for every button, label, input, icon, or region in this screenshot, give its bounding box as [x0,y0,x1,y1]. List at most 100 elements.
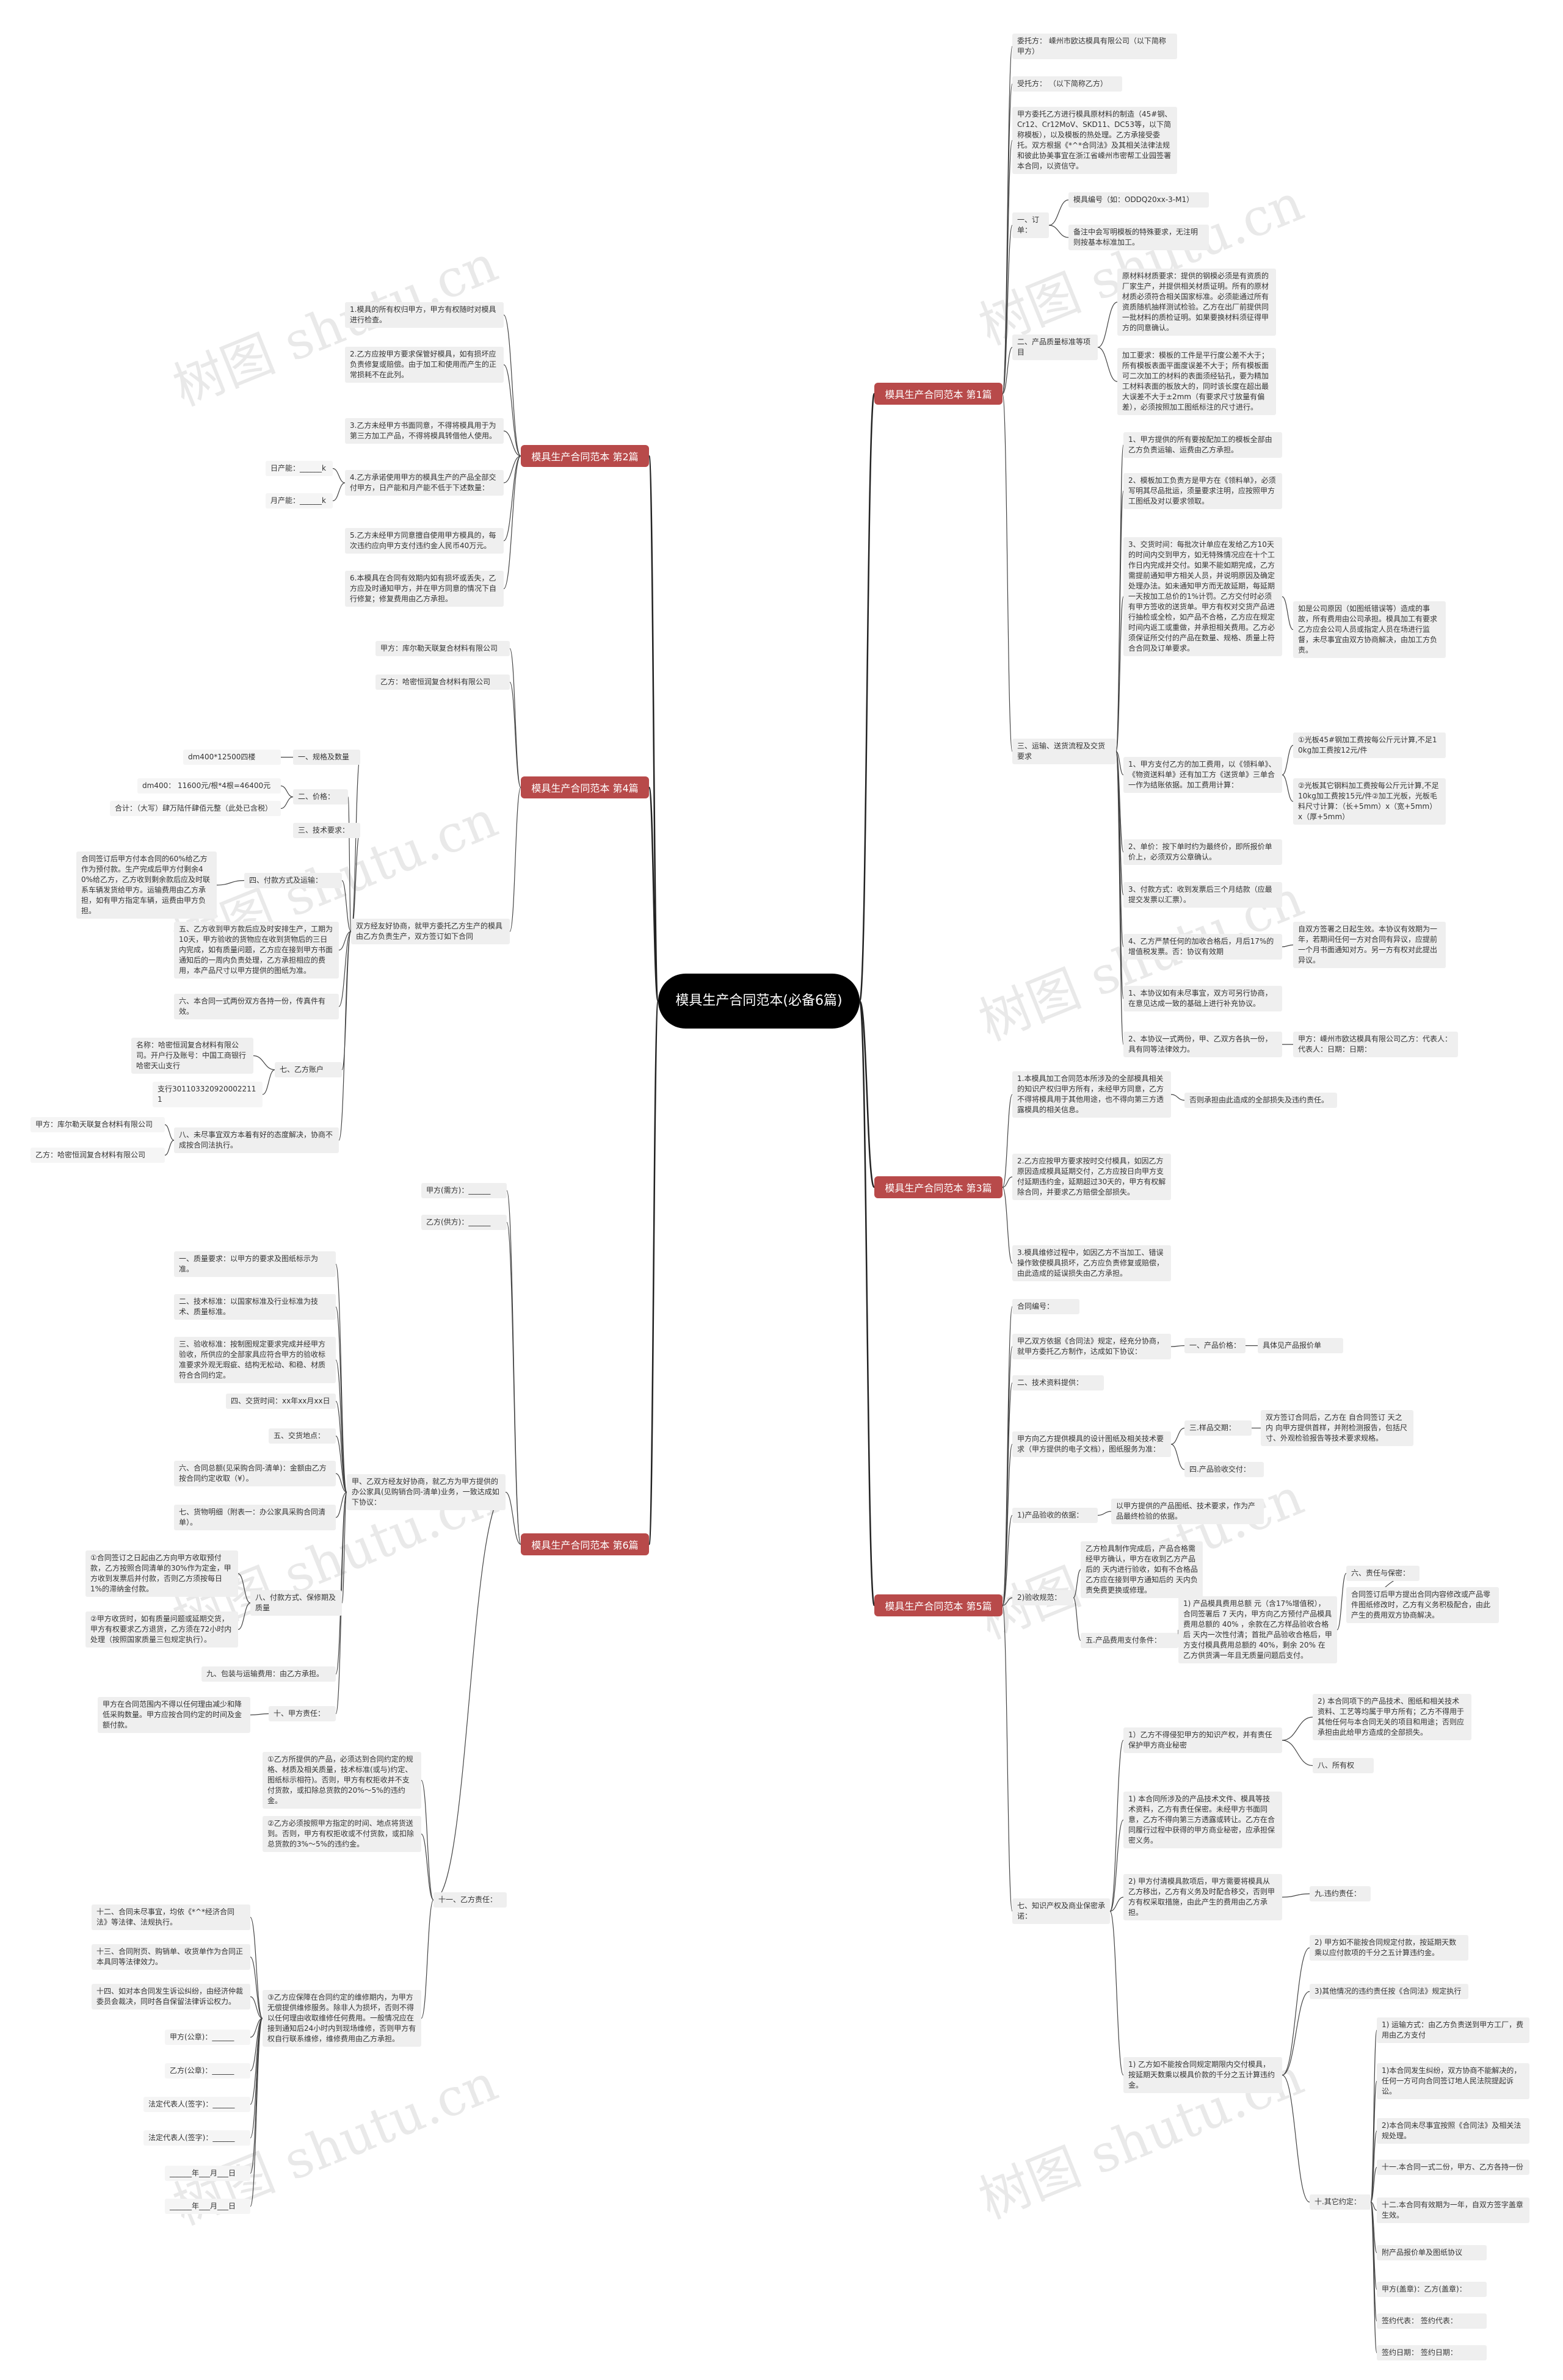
p6-item-8: 八、付款方式、保修期及质量 [250,1590,342,1616]
p5-other-g: 甲方(盖章)：乙方(盖章)： [1377,2282,1487,2297]
p4-party-b: 乙方：哈密恒润复合材料有限公司 [375,675,510,690]
connector [1370,2201,1377,2354]
p1-delivery-5: 2、单价：按下单时约为最终价，即所报价单价上，必须双方公章确认。 [1123,839,1282,865]
p4-sign-b: 乙方：哈密恒润复合材料有限公司 [31,1148,165,1163]
connector [421,1899,434,2019]
p5-sample-value: 双方签订合同后，乙方在 自合同签订 天之内 向甲方提供首样，并附检测报告，包括尺… [1261,1410,1413,1446]
p5-other-e: 十二.本合同有效期为一年，自双方签字盖章生效。 [1377,2197,1529,2223]
connector [335,1400,347,1493]
p1-delivery-4a: ①光板45#钢加工费按每公斤元计算,不足10kg加工费按12元/件 [1293,732,1446,758]
connector [1002,225,1013,394]
connector [1109,1911,1124,2076]
p6-item-4: 四、交货时间：xx年xx月xx日 [226,1394,336,1409]
p5-other-b: 1)本合同发生纠纷，双方协商不能解决的，任何一方可向合同签订地人民法院提起诉讼。 [1377,2063,1529,2099]
connector [1282,774,1294,802]
connector [1282,2074,1310,2203]
p5-price-label: 一、产品价格： [1184,1338,1246,1353]
connector [506,1221,521,1545]
p5-ip-1: 1）乙方不得侵犯甲方的知识产权，并有责任保护甲方商业秘密 [1123,1727,1282,1753]
p1-quality-1: 原材料材质要求：提供的钢模必须是有资质的厂家生产，并提供相关材质证明。所有的原材… [1117,269,1276,336]
branch-part-6[interactable]: 模具生产合同范本 第6篇 [521,1533,649,1555]
p1-delivery-7-note: 自双方签署之日起生效。本协议有效期为一年，若期间任何一方对合同有异议，应提前一个… [1293,922,1446,968]
p5-tech-docs: 二、技术资料提供： [1012,1375,1104,1391]
connector [1115,751,1124,776]
p6-item-11b: ②乙方必须按照甲方指定的时间、地点将货送到。否则，甲方有权拒收或不付货款，或扣除… [263,1816,421,1852]
connector [1073,1569,1081,1599]
connector [858,392,876,1002]
p1-delivery-3-note: 如是公司原因（如图纸错误等）造成的事故，所有费用由公司承担。模具加工有要求乙方应… [1293,601,1446,658]
connector [1002,140,1013,394]
connector [1115,751,1124,1045]
connector [338,931,352,951]
p4-payment-detail: 合同签订后甲方付本合同的60%给乙方作为预付款。生产完成后甲方付剩余40%给乙方… [76,852,217,919]
connector [262,1069,275,1095]
branch-part-4[interactable]: 模具生产合同范本 第4篇 [521,776,649,798]
p1-order-1: 模具编号（如：ODDQ20xx-3-M1） [1068,192,1209,208]
branch-part-5[interactable]: 模具生产合同范本 第5篇 [874,1594,1003,1616]
p6-item-8b: ②甲方收货时，如有质量问题或延期交货，甲方有权要求乙方退货，乙方须在72小时内处… [85,1611,238,1648]
p1-order-label: 一、订单： [1012,212,1049,238]
p1-order-2: 备注中会写明模板的特殊要求，无注明则按基本标准加工。 [1068,225,1209,250]
central-topic[interactable]: 模具生产合同范本(必备6篇) [658,974,860,1029]
p4-price-a: dm400： 11600元/根*4根=46400元 [137,778,281,794]
p5-other-i: 签约日期： 签约日期： [1377,2345,1487,2360]
p6-sign-b: 乙方(公章)：______ [165,2063,250,2078]
connector [1336,1572,1347,1630]
connector [509,648,521,788]
connector [350,756,361,932]
p6-item-5: 五、交货地点： [269,1428,336,1444]
p5-other-h: 签约代表： 签约代表： [1377,2313,1487,2329]
connector [1282,596,1294,631]
p4-price-b: 合计：（大写）肆万陆仟肆佰元整（此处已含税） [110,801,281,816]
p5-sample-label: 三.样品交期： [1184,1420,1252,1436]
p6-item-11: 十一、乙方责任： [433,1892,507,1908]
p3-item-1-note: 否则承担由此造成的全部损失及违约责任。 [1184,1093,1337,1108]
connector [1002,1597,1013,1606]
p5-agree: 甲乙双方依据《合同法》规定，经充分协商，就甲方委托乙方制作，达成如下协议： [1012,1334,1171,1359]
p2-item-4b: 月产能：______k [266,493,333,508]
p5-breach-3: 1) 乙方如不能按合同规定期限内交付模具，按延期天数乘以模具价款的千分之五计算违… [1123,2057,1282,2093]
p1-delivery-4b: ②光板其它钢料加工费按每公斤元计算,不足10kg加工费按15元/件②加工光板，光… [1293,778,1446,825]
p6-date-b: ______年___月___日 [165,2199,250,2214]
p5-other-a: 1) 运输方式：由乙方负责送到甲方工厂，费用由乙方支付 [1377,2017,1529,2043]
connector [1097,1511,1112,1516]
connector [1002,1187,1013,1264]
p4-spec: dm400*12500四楼 [183,750,281,765]
p5-resp-label: 六、责任与保密： [1346,1566,1420,1581]
p1-sign: 甲方：嵊州市欧达模具有限公司乙方：代表人：代表人：日期：日期： [1293,1032,1458,1057]
connector [338,931,352,1007]
connector [335,1264,347,1493]
connector [250,1996,263,2019]
p2-item-1: 1.模具的所有权归甲方，甲方有权随时对模具进行检查。 [345,302,504,328]
p5-acceptance-label: 四.产品验收交付： [1184,1462,1264,1477]
connector [253,1055,275,1071]
p6-item-10a: 甲方在合同范围内不得以任何理由减少和降低采购数量。甲方应按合同约定的时间及金额付… [98,1697,250,1733]
connector [648,455,659,1002]
connector [250,2017,263,2207]
p6-item-9: 九、包装与运输费用：由乙方承担。 [201,1666,336,1682]
p4-bank-name: 名称：哈密恒润复合材料有限公司。开户行及账号：中国工商银行哈密天山支行 [131,1038,253,1074]
branch-part-3[interactable]: 模具生产合同范本 第3篇 [874,1176,1003,1198]
connector [1170,1094,1185,1101]
branch-part-2[interactable]: 模具生产合同范本 第2篇 [521,445,649,467]
p5-other-d: 十一.本合同一式二份，甲方、乙方各持一份 [1377,2160,1529,2175]
connector [1115,596,1124,752]
p4-section-3: 三、技术要求： [293,823,360,838]
connector [1282,944,1294,947]
p1-delivery-1: 1、甲方提供的所有要按配加工的模板全部由乙方负责运输、运费由乙方承担。 [1123,432,1282,458]
p1-quality-2: 加工要求：模板的工件是平行度公差不大于；所有模板表面平面度误差不大于；所有模板面… [1117,348,1276,415]
branch-part-1[interactable]: 模具生产合同范本 第1篇 [874,383,1003,405]
p6-item-10: 十、甲方责任： [269,1706,336,1721]
connector [164,1124,175,1141]
connector [1109,1819,1124,1912]
connector [1170,1427,1185,1445]
p5-basis-value: 以甲方提供的产品图纸、技术要求，作为产品最终检验的依据。 [1111,1499,1264,1524]
p6-item-14: 十四、如对本合同发生诉讼纠纷，由经济仲裁委员会裁决，同时各自保留法律诉讼权力。 [92,1984,250,2009]
connector [1115,490,1124,752]
p1-delivery-3: 3、交货时间：每批次计单应在发给乙方10天的时间内交到甲方，如无特殊情况应在十个… [1123,537,1282,656]
connector [1002,1094,1013,1188]
p4-section-1: 一、规格及数量 [293,750,360,765]
p1-client: 委托方： 嵊州市欧达模具有限公司（以下简称甲方） [1012,34,1177,59]
connector [347,796,352,932]
